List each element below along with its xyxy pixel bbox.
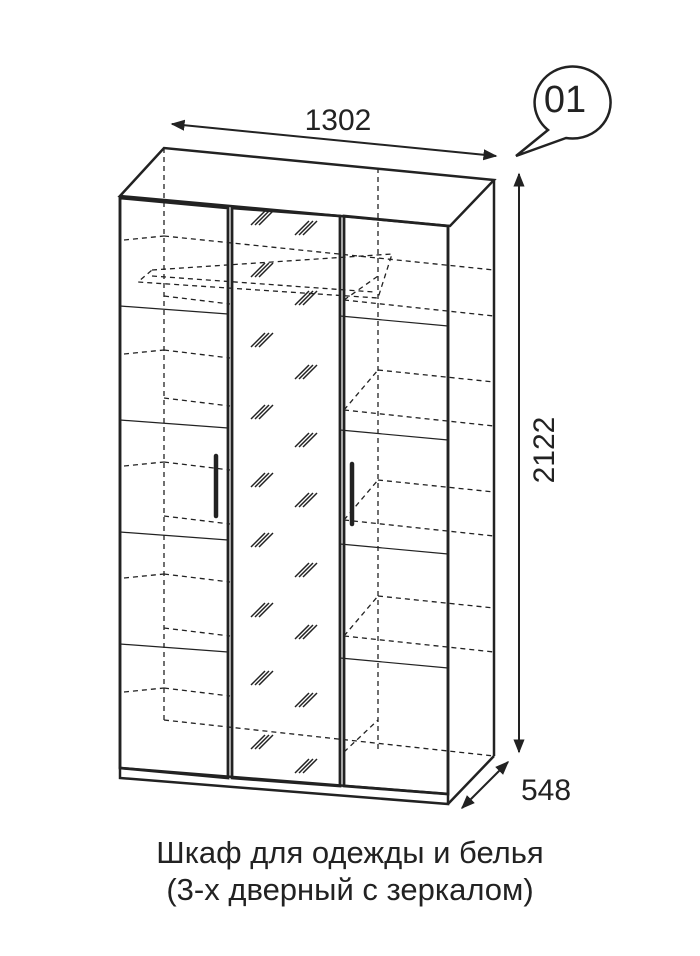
depth-dimension: 548 bbox=[461, 761, 571, 809]
height-label: 2122 bbox=[528, 417, 561, 484]
wardrobe bbox=[117, 146, 497, 806]
door-left bbox=[118, 196, 230, 780]
badge-bubble bbox=[515, 65, 612, 158]
door-middle-mirror bbox=[230, 206, 342, 788]
width-label: 1302 bbox=[305, 104, 372, 137]
door-right bbox=[342, 214, 450, 796]
width-arrow bbox=[170, 119, 498, 161]
mirror-hatching bbox=[250, 210, 318, 774]
carcass-outline bbox=[117, 146, 497, 806]
width-dimension: 1302 bbox=[170, 104, 498, 161]
hidden-carcass-lines bbox=[123, 148, 495, 757]
caption-subtitle: (3-х дверный с зеркалом) bbox=[166, 872, 534, 907]
caption-title: Шкаф для одежды и белья bbox=[156, 835, 544, 870]
hanging-rail bbox=[136, 253, 393, 299]
badge-number: 01 bbox=[544, 79, 586, 121]
height-dimension: 2122 bbox=[513, 172, 561, 754]
door-handles bbox=[213, 453, 355, 527]
visible-shelf-lines bbox=[119, 305, 449, 669]
depth-label: 548 bbox=[521, 774, 571, 807]
item-number-badge: 01 bbox=[515, 65, 612, 158]
depth-arrow bbox=[461, 761, 509, 809]
